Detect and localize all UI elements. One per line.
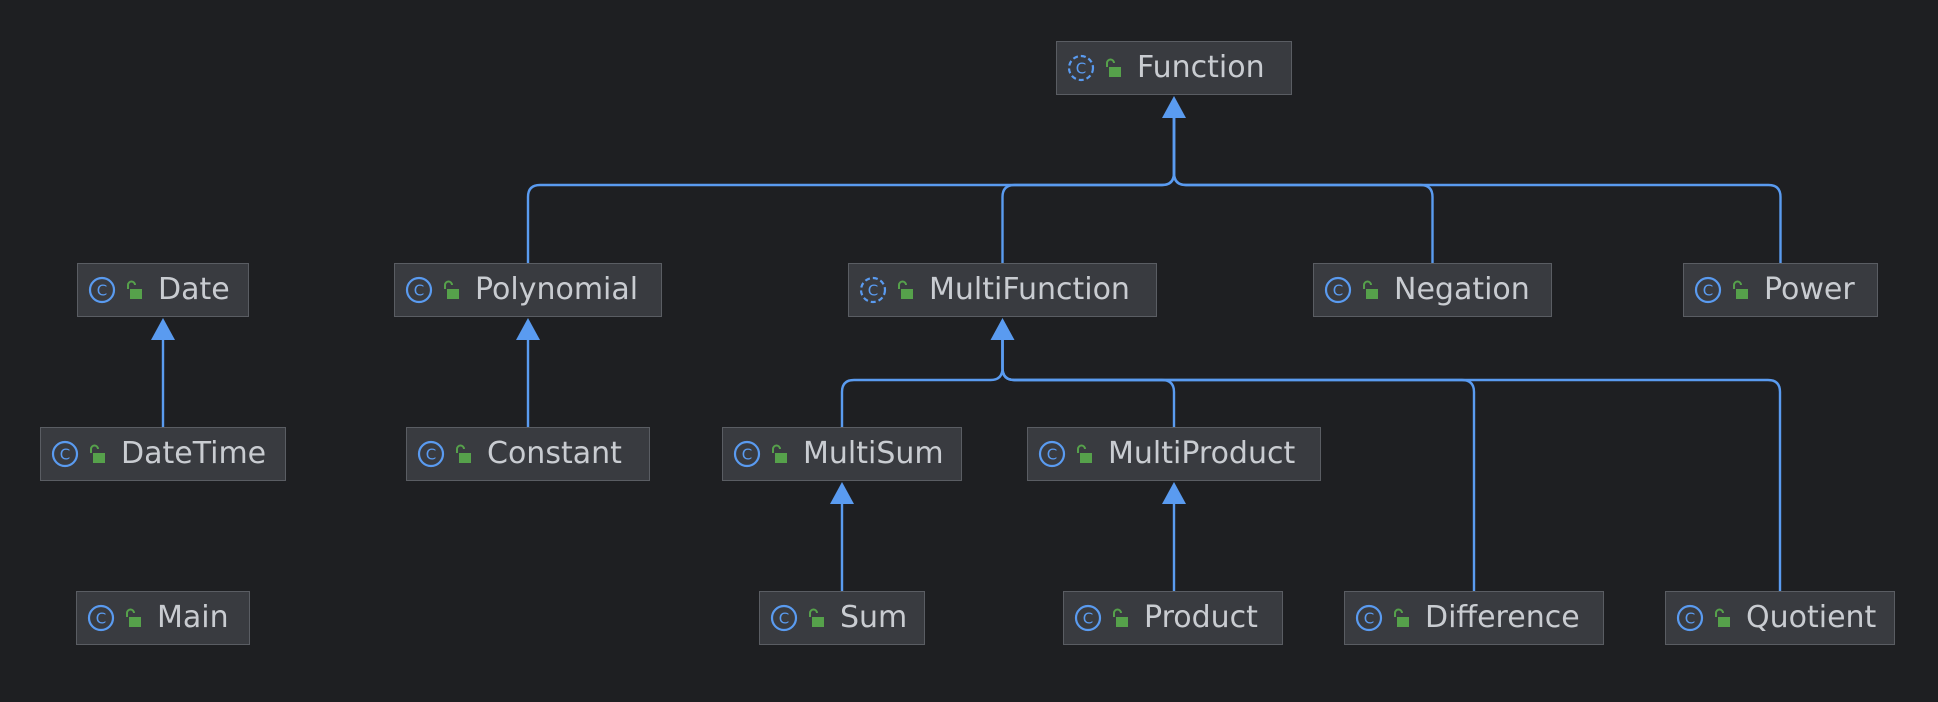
class-node-date[interactable]: C Date bbox=[77, 263, 249, 317]
class-node-multisum[interactable]: C MultiSum bbox=[722, 427, 962, 481]
abstract-class-icon: C bbox=[1067, 54, 1095, 82]
class-name: Product bbox=[1144, 600, 1258, 635]
unlocked-icon bbox=[126, 608, 141, 627]
svg-text:C: C bbox=[1333, 282, 1343, 300]
svg-text:C: C bbox=[426, 446, 436, 464]
class-icon: C bbox=[1074, 604, 1102, 632]
svg-text:C: C bbox=[1364, 610, 1374, 628]
inheritance-arrowhead-function bbox=[1162, 96, 1186, 118]
inheritance-edge-power-function bbox=[1172, 118, 1782, 263]
unlocked-icon bbox=[772, 444, 787, 463]
inheritance-edge-multisum-multifunction bbox=[840, 340, 1004, 427]
class-node-polynomial[interactable]: C Polynomial bbox=[394, 263, 662, 317]
unlocked-icon bbox=[1113, 608, 1128, 627]
class-node-function[interactable]: C Function bbox=[1056, 41, 1292, 95]
inheritance-arrowhead-multifunction bbox=[990, 318, 1015, 340]
inheritance-arrowhead-polynomial bbox=[516, 318, 540, 340]
class-icon: C bbox=[87, 604, 115, 632]
class-node-multiproduct[interactable]: C MultiProduct bbox=[1027, 427, 1321, 481]
class-node-main[interactable]: C Main bbox=[76, 591, 250, 645]
class-icon: C bbox=[417, 440, 445, 468]
class-name: Power bbox=[1764, 272, 1855, 307]
class-name: Polynomial bbox=[475, 272, 639, 307]
class-node-constant[interactable]: C Constant bbox=[406, 427, 650, 481]
unlocked-icon bbox=[1733, 280, 1748, 299]
class-icon: C bbox=[1355, 604, 1383, 632]
class-node-difference[interactable]: C Difference bbox=[1344, 591, 1604, 645]
class-name: Date bbox=[158, 272, 230, 307]
inheritance-arrowhead-multisum bbox=[830, 482, 854, 504]
class-node-power[interactable]: C Power bbox=[1683, 263, 1878, 317]
class-icon: C bbox=[733, 440, 761, 468]
abstract-class-icon: C bbox=[859, 276, 887, 304]
class-node-multifunction[interactable]: C MultiFunction bbox=[848, 263, 1157, 317]
inheritance-edge-quotient-multifunction bbox=[1001, 340, 1782, 591]
unlocked-icon bbox=[1106, 58, 1121, 77]
inheritance-arrowhead-date bbox=[151, 318, 175, 340]
unlocked-icon bbox=[809, 608, 824, 627]
svg-text:C: C bbox=[414, 282, 424, 300]
svg-text:C: C bbox=[1083, 610, 1093, 628]
class-name: Quotient bbox=[1746, 600, 1877, 635]
class-name: Constant bbox=[487, 436, 622, 471]
svg-text:C: C bbox=[742, 446, 752, 464]
class-name: MultiFunction bbox=[929, 272, 1130, 307]
svg-text:C: C bbox=[1047, 446, 1057, 464]
class-node-product[interactable]: C Product bbox=[1063, 591, 1283, 645]
class-name: MultiProduct bbox=[1108, 436, 1296, 471]
class-node-negation[interactable]: C Negation bbox=[1313, 263, 1552, 317]
class-icon: C bbox=[1694, 276, 1722, 304]
class-name: Function bbox=[1137, 50, 1265, 85]
class-icon: C bbox=[1038, 440, 1066, 468]
svg-text:C: C bbox=[96, 610, 106, 628]
unlocked-icon bbox=[90, 444, 105, 463]
inheritance-edge-negation-function bbox=[1172, 118, 1434, 263]
class-icon: C bbox=[1324, 276, 1352, 304]
unlocked-icon bbox=[1077, 444, 1092, 463]
unlocked-icon bbox=[1394, 608, 1409, 627]
class-name: DateTime bbox=[121, 436, 267, 471]
class-name: Main bbox=[157, 600, 229, 635]
svg-text:C: C bbox=[1703, 282, 1713, 300]
inheritance-edge-multifunction-function bbox=[1001, 118, 1176, 263]
svg-text:C: C bbox=[60, 446, 70, 464]
class-name: MultiSum bbox=[803, 436, 944, 471]
class-icon: C bbox=[770, 604, 798, 632]
unlocked-icon bbox=[1363, 280, 1378, 299]
class-icon: C bbox=[88, 276, 116, 304]
class-icon: C bbox=[51, 440, 79, 468]
unlocked-icon bbox=[456, 444, 471, 463]
svg-text:C: C bbox=[868, 282, 878, 300]
class-name: Negation bbox=[1394, 272, 1530, 307]
class-node-datetime[interactable]: C DateTime bbox=[40, 427, 286, 481]
svg-text:C: C bbox=[97, 282, 107, 300]
svg-text:C: C bbox=[779, 610, 789, 628]
unlocked-icon bbox=[444, 280, 459, 299]
inheritance-edge-polynomial-function bbox=[526, 118, 1176, 263]
svg-text:C: C bbox=[1685, 610, 1695, 628]
class-icon: C bbox=[1676, 604, 1704, 632]
class-node-sum[interactable]: C Sum bbox=[759, 591, 925, 645]
unlocked-icon bbox=[1715, 608, 1730, 627]
unlocked-icon bbox=[127, 280, 142, 299]
class-icon: C bbox=[405, 276, 433, 304]
unlocked-icon bbox=[898, 280, 913, 299]
class-name: Difference bbox=[1425, 600, 1580, 635]
class-node-quotient[interactable]: C Quotient bbox=[1665, 591, 1895, 645]
inheritance-arrowhead-multiproduct bbox=[1162, 482, 1186, 504]
svg-text:C: C bbox=[1076, 60, 1086, 78]
class-name: Sum bbox=[840, 600, 908, 635]
inheritance-edge-multiproduct-multifunction bbox=[1001, 340, 1176, 427]
